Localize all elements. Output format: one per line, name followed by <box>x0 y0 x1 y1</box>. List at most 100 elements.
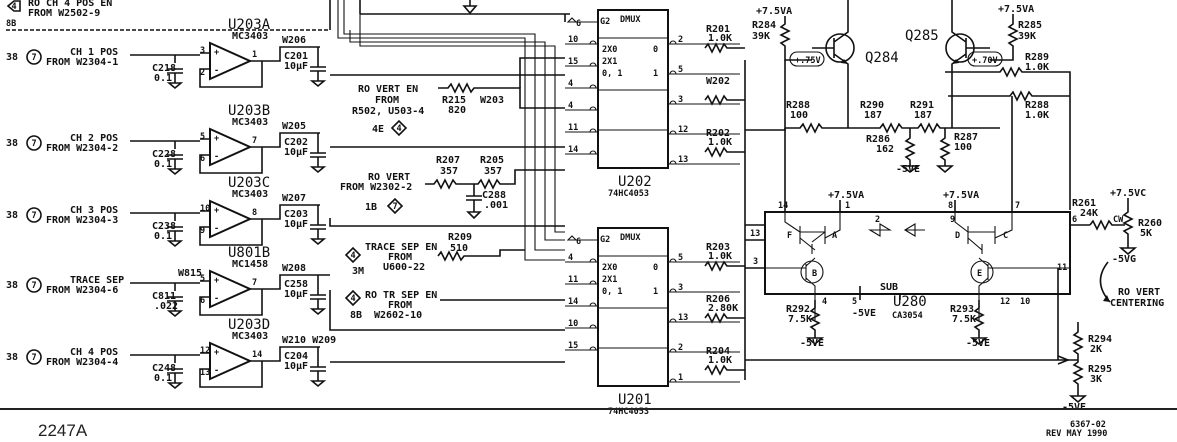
ro-vert-en-line3: R502, U503-4 <box>352 106 424 117</box>
mux-right-pin: 12 <box>678 125 688 135</box>
opamp-plus: + <box>214 48 219 58</box>
mux-pin-bump <box>669 348 677 353</box>
mux-body <box>597 9 669 169</box>
mux-pin-bump <box>589 150 597 155</box>
output-neg-e: -5VE <box>1062 402 1086 413</box>
pin-13: 13 <box>750 229 760 239</box>
mux-pin-bump <box>669 288 677 293</box>
r293-name: R293 <box>950 304 974 315</box>
opamp-part: MC1458 <box>232 259 268 270</box>
mux-pin-6: 6 <box>576 19 581 29</box>
r286-value: 162 <box>876 144 894 155</box>
opamp-minus: - <box>214 152 219 162</box>
pin-3: 3 <box>753 257 758 267</box>
ro-tr-sep-en-line1: RO TR SEP EN <box>365 290 437 301</box>
mux-out-res-name: R203 <box>706 242 730 253</box>
pin-1: 1 <box>845 201 850 211</box>
input-ref: 38 <box>6 210 18 221</box>
ro-tr-sep-en-label: 4 8B RO TR SEP EN FROM W2602-10 <box>344 289 565 321</box>
out-cap <box>309 275 327 316</box>
opamp-pin-in: 5 <box>200 132 205 142</box>
r294-value: 2K <box>1090 344 1102 355</box>
mux-pin-bump <box>669 130 677 135</box>
r289-value: 1.0K <box>1025 62 1049 73</box>
opamp-name: U203B <box>228 103 270 119</box>
input-cap-name: C248 <box>152 363 176 374</box>
opamp-part: MC3403 <box>232 189 268 200</box>
opamp-minus: - <box>214 366 219 376</box>
mux-pin-bump <box>589 302 597 307</box>
mux-pin-6: 6 <box>576 237 581 247</box>
footer-model: 2247A <box>38 421 88 440</box>
mux-left-pin: 14 <box>568 145 578 155</box>
c288-value: .001 <box>484 200 508 211</box>
flag-icon <box>26 207 42 223</box>
opamp-pin-inv: 13 <box>200 368 210 378</box>
opamp-minus: - <box>214 66 219 76</box>
feedback-wire <box>199 204 320 246</box>
opamp-plus: + <box>214 348 219 358</box>
r291-name: R291 <box>910 100 934 111</box>
r288-value: 100 <box>790 110 808 121</box>
mux-left-pin: 11 <box>568 275 578 285</box>
opamp-part: MC3403 <box>232 31 268 42</box>
r286-name: R286 <box>866 134 890 145</box>
opamp-part: MC3403 <box>232 117 268 128</box>
mux-out-resistor <box>704 42 745 54</box>
r207-name: R207 <box>436 155 460 166</box>
mux-out-res-name: W202 <box>706 76 730 87</box>
input-line1: TRACE SEP <box>70 275 124 286</box>
r205-value: 357 <box>484 166 502 177</box>
pin-9: 9 <box>950 215 955 225</box>
q284-name: Q284 <box>865 50 899 66</box>
input-cap <box>166 368 184 390</box>
mux-left-pin: 10 <box>568 319 578 329</box>
input-ref: 38 <box>6 52 18 63</box>
q285-voltage: +.70V <box>972 56 998 66</box>
input-line1: CH 1 POS <box>70 47 118 58</box>
ro-tr-sep-en-line2: FROM <box>388 300 412 311</box>
flag-glyph: 7 <box>31 211 36 221</box>
r207-value: 357 <box>440 166 458 177</box>
mux-pin-bump <box>669 100 677 105</box>
feedback-wire <box>199 132 320 174</box>
pin-6: 6 <box>1072 215 1077 225</box>
mux-left-pin: 15 <box>568 341 578 351</box>
r291-value: 187 <box>914 110 932 121</box>
opamp-pin-in: 12 <box>200 346 210 356</box>
ro-tr-sep-en-line3: W2602-10 <box>374 310 422 321</box>
mux-pin-bump <box>589 324 597 329</box>
input-line2: FROM W2304-2 <box>46 143 118 154</box>
mux-out-res-value: 2.80K <box>708 303 738 314</box>
opamp-pin-in: 10 <box>200 204 210 214</box>
out-cap-node: W210 W209 <box>282 335 336 346</box>
input-ref: 38 <box>6 138 18 149</box>
out-cap-name: C204 <box>284 351 308 362</box>
opamp-pin-inv: 9 <box>200 226 205 236</box>
out-cap-node: W208 <box>282 263 306 274</box>
r209-name: R209 <box>448 232 472 243</box>
r215-value: 820 <box>448 105 466 116</box>
node-w815: W815 <box>178 268 202 279</box>
out-cap-value: 10µF <box>284 289 308 300</box>
pin-14: 14 <box>778 201 788 211</box>
r260-name: R260 <box>1138 218 1162 229</box>
tr-c: C <box>1003 231 1008 241</box>
mux-part: 74HC4053 <box>608 189 649 199</box>
out-cap-value: 10µF <box>284 147 308 158</box>
input-cap-value: 0.1 <box>154 73 172 84</box>
array-part: CA3054 <box>892 311 923 321</box>
opamp-name: U203C <box>228 175 270 191</box>
top-label-line1: RO CH 4 POS EN <box>28 0 112 9</box>
opamp-pin-out: 8 <box>252 208 257 218</box>
footer-rev: REV MAY 1990 <box>1046 429 1107 439</box>
out-cap-name: C203 <box>284 209 308 220</box>
mux-left-pin: 4 <box>568 79 573 89</box>
mux-right-pin: 1 <box>678 373 683 383</box>
mux-right-pin: 5 <box>678 253 683 263</box>
feedback-wire <box>199 274 330 316</box>
r285-name: R285 <box>1018 20 1042 31</box>
